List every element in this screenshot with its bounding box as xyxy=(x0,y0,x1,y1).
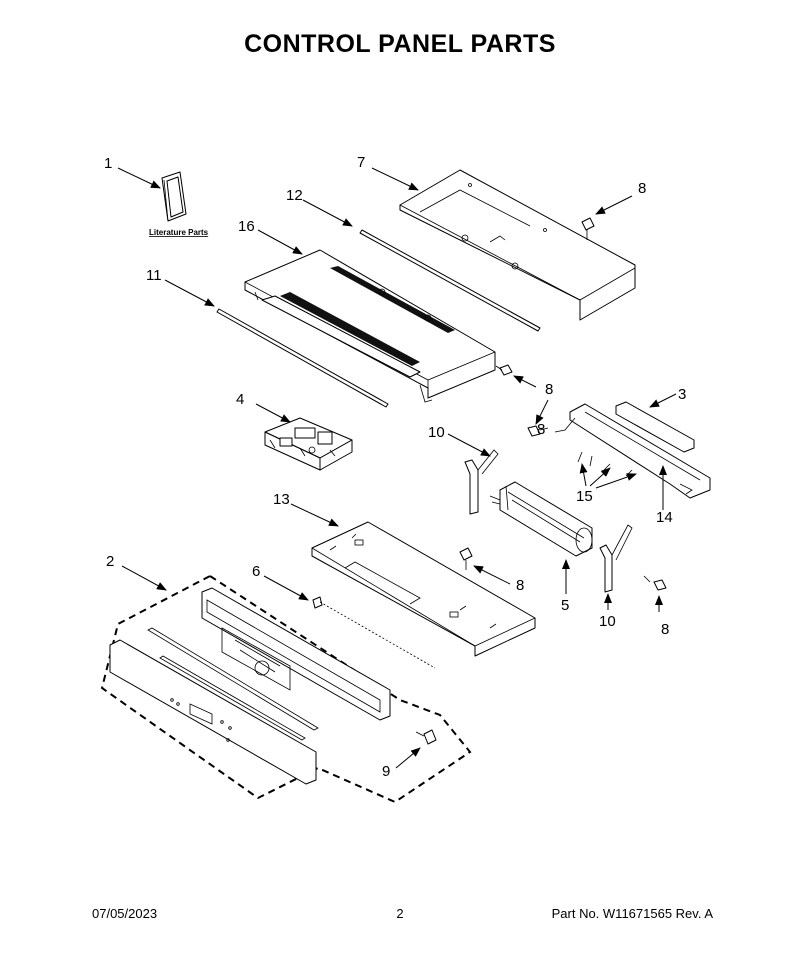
footer-part-number: Part No. W11671565 Rev. A xyxy=(551,906,713,921)
fan-bracket-right xyxy=(599,524,633,593)
callout-numbers: 1 7 8 12 16 11 8 3 4 10 15 14 13 8 2 6 5… xyxy=(104,154,686,780)
callout-14: 14 xyxy=(656,509,673,526)
panel-screw xyxy=(415,729,437,745)
callout-8-bracket: 8 xyxy=(661,621,669,638)
callout-2: 2 xyxy=(106,553,114,570)
callout-8-housing: 8 xyxy=(545,381,553,398)
fan-bracket-left xyxy=(464,449,499,515)
panel-trim-strip xyxy=(147,627,319,731)
mounting-plate xyxy=(311,521,536,657)
literature-booklet xyxy=(161,171,187,222)
callout-8-fan-label: 8 xyxy=(537,421,545,438)
control-housing xyxy=(244,249,496,403)
cooling-fan xyxy=(489,481,593,557)
callout-12: 12 xyxy=(286,187,303,204)
screw-bracket-right xyxy=(643,575,667,591)
footer-date: 07/05/2023 xyxy=(92,906,158,921)
page-title: CONTROL PANEL PARTS xyxy=(244,30,556,58)
screw-housing xyxy=(495,364,513,376)
callout-4: 4 xyxy=(236,391,244,408)
gasket-strip-11 xyxy=(216,308,389,408)
callout-3: 3 xyxy=(678,386,686,403)
footer-page-number: 2 xyxy=(396,906,404,921)
callout-9: 9 xyxy=(382,763,390,780)
control-panel-frame xyxy=(201,587,391,721)
callout-10-right: 10 xyxy=(599,613,616,630)
callout-10-left: 10 xyxy=(428,424,445,441)
callout-7: 7 xyxy=(357,154,365,171)
callout-11: 11 xyxy=(146,267,162,284)
callout-6: 6 xyxy=(252,563,260,580)
callout-16: 16 xyxy=(238,218,255,235)
screw-fan-left xyxy=(527,425,549,437)
callout-8-top: 8 xyxy=(638,180,646,197)
panel-trim-strip-lower xyxy=(159,655,306,741)
small-switch xyxy=(312,596,436,669)
callout-15: 15 xyxy=(576,488,593,505)
right-rail-bracket xyxy=(554,403,711,499)
control-panel-glass xyxy=(109,639,317,785)
leader-lines xyxy=(117,167,677,769)
foam-strip-3 xyxy=(615,401,695,453)
literature-caption: Literature Parts xyxy=(149,228,209,237)
control-board xyxy=(264,417,353,471)
callout-13: 13 xyxy=(273,491,290,508)
callout-1: 1 xyxy=(104,155,112,172)
gasket-strip-12 xyxy=(359,229,541,332)
screw-panel xyxy=(459,547,473,570)
callout-8-panel: 8 xyxy=(516,577,524,594)
callout-5: 5 xyxy=(561,597,569,614)
screw-top-right xyxy=(581,217,595,240)
top-cover xyxy=(399,169,636,321)
